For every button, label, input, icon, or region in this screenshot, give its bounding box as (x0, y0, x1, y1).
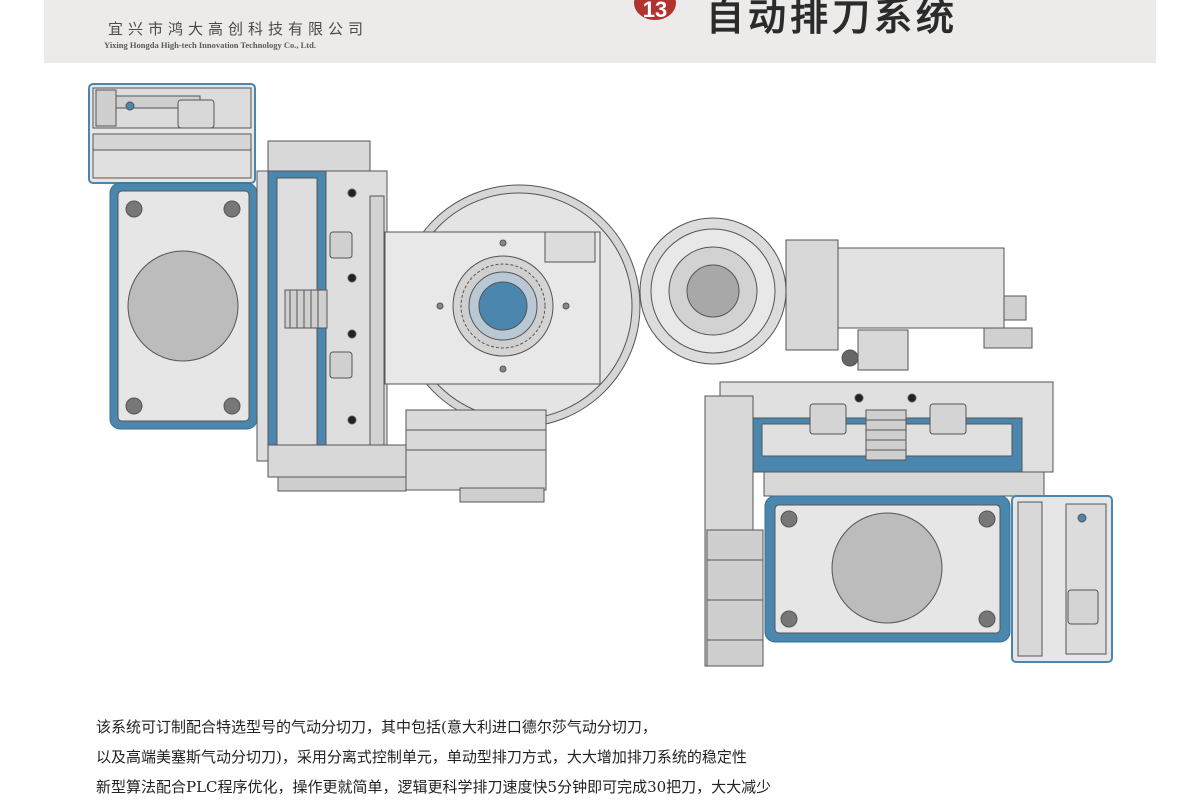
description-line-2: 以及高端美塞斯气动分切刀)，采用分离式控制单元，单动型排刀方式，大大增加排刀系统… (96, 748, 747, 766)
header-banner (44, 0, 1156, 63)
left-assembly (88, 83, 641, 503)
right-assembly (639, 217, 1113, 667)
company-name-en: Yixing Hongda High-tech Innovation Techn… (104, 40, 316, 50)
description-line-1: 该系统可订制配合特选型号的气动分切刀，其中包括(意大利进口德尔莎气动分切刀， (96, 718, 657, 736)
cad-drawing (88, 83, 1113, 667)
description-text: 该系统可订制配合特选型号的气动分切刀，其中包括(意大利进口德尔莎气动分切刀， 以… (96, 712, 1136, 802)
section-number-badge: 13 (634, 0, 676, 22)
description-line-3: 新型算法配合PLC程序优化，操作更就简单，逻辑更科学排刀速度快5分钟即可完成30… (96, 778, 772, 796)
page-title: 自动排刀系统 (706, 0, 959, 39)
company-name-cn: 宜兴市鸿大高创科技有限公司 (108, 20, 369, 38)
